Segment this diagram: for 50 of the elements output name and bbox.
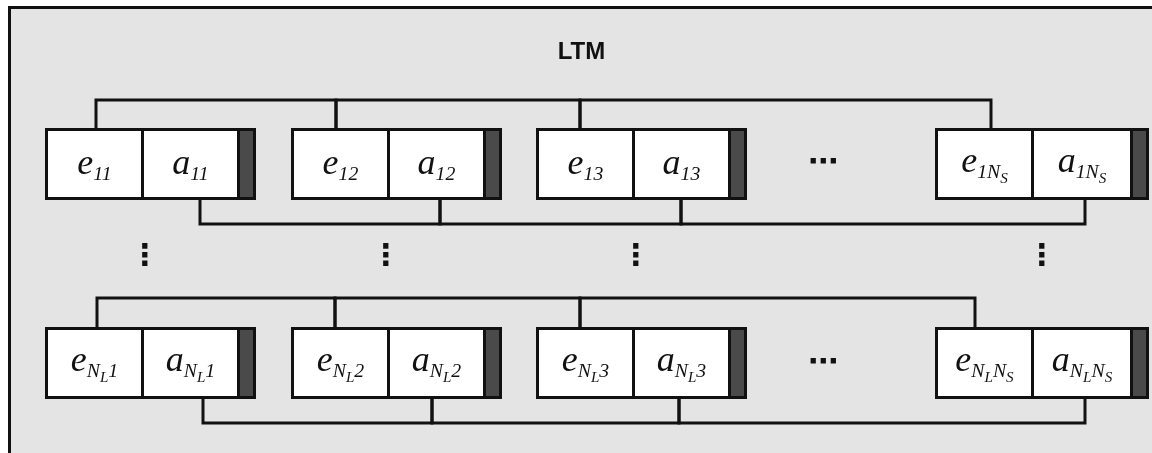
ellipsis: ⋯ <box>808 146 838 176</box>
connector-line <box>94 98 338 128</box>
end-bar <box>728 128 747 200</box>
connector-line <box>578 296 977 327</box>
connector-line <box>201 399 434 425</box>
memory-cell <box>632 128 731 200</box>
memory-cell <box>141 327 240 399</box>
connector-line <box>578 98 993 128</box>
end-bar <box>483 128 502 200</box>
connector-line <box>430 399 681 425</box>
end-bar <box>237 327 256 399</box>
end-bar <box>728 327 747 399</box>
vertical-ellipsis: ⋮ <box>371 240 401 270</box>
cell-label: e$_{11}$ <box>77 144 112 184</box>
memory-cell <box>632 327 731 399</box>
memory-cell <box>1031 128 1133 200</box>
memory-cell <box>935 128 1034 200</box>
memory-cell <box>536 128 635 200</box>
end-bar <box>1130 327 1149 399</box>
connector-line <box>438 200 683 226</box>
end-bar <box>483 327 502 399</box>
connector-line <box>95 296 337 327</box>
memory-cell <box>45 327 144 399</box>
cell-label: e$_{12}$ <box>322 144 359 184</box>
memory-cell <box>387 327 486 399</box>
panel-title: LTM <box>556 37 607 65</box>
end-bar <box>1130 128 1149 200</box>
memory-cell <box>935 327 1034 399</box>
connector-line <box>679 200 1087 226</box>
cell-label: a$_{11}$ <box>172 144 209 184</box>
vertical-ellipsis: ⋮ <box>621 240 651 270</box>
vertical-ellipsis: ⋮ <box>1027 240 1057 270</box>
cell-label: a$_{12}$ <box>417 144 456 184</box>
memory-cell <box>141 128 240 200</box>
connector-line <box>334 98 582 128</box>
memory-cell <box>1031 327 1133 399</box>
end-bar <box>237 128 256 200</box>
cell-label: a$_{13}$ <box>662 144 701 184</box>
memory-cell <box>536 327 635 399</box>
memory-cell <box>45 128 144 200</box>
connector-line <box>333 296 582 327</box>
memory-cell <box>291 327 390 399</box>
memory-cell <box>291 128 390 200</box>
memory-panel <box>8 6 1152 453</box>
cell-label: e$_{13}$ <box>567 144 604 184</box>
connector-line <box>198 200 442 226</box>
vertical-ellipsis: ⋮ <box>130 240 160 270</box>
connector-line <box>677 399 1087 425</box>
memory-cell <box>387 128 486 200</box>
ellipsis: ⋯ <box>808 346 838 376</box>
